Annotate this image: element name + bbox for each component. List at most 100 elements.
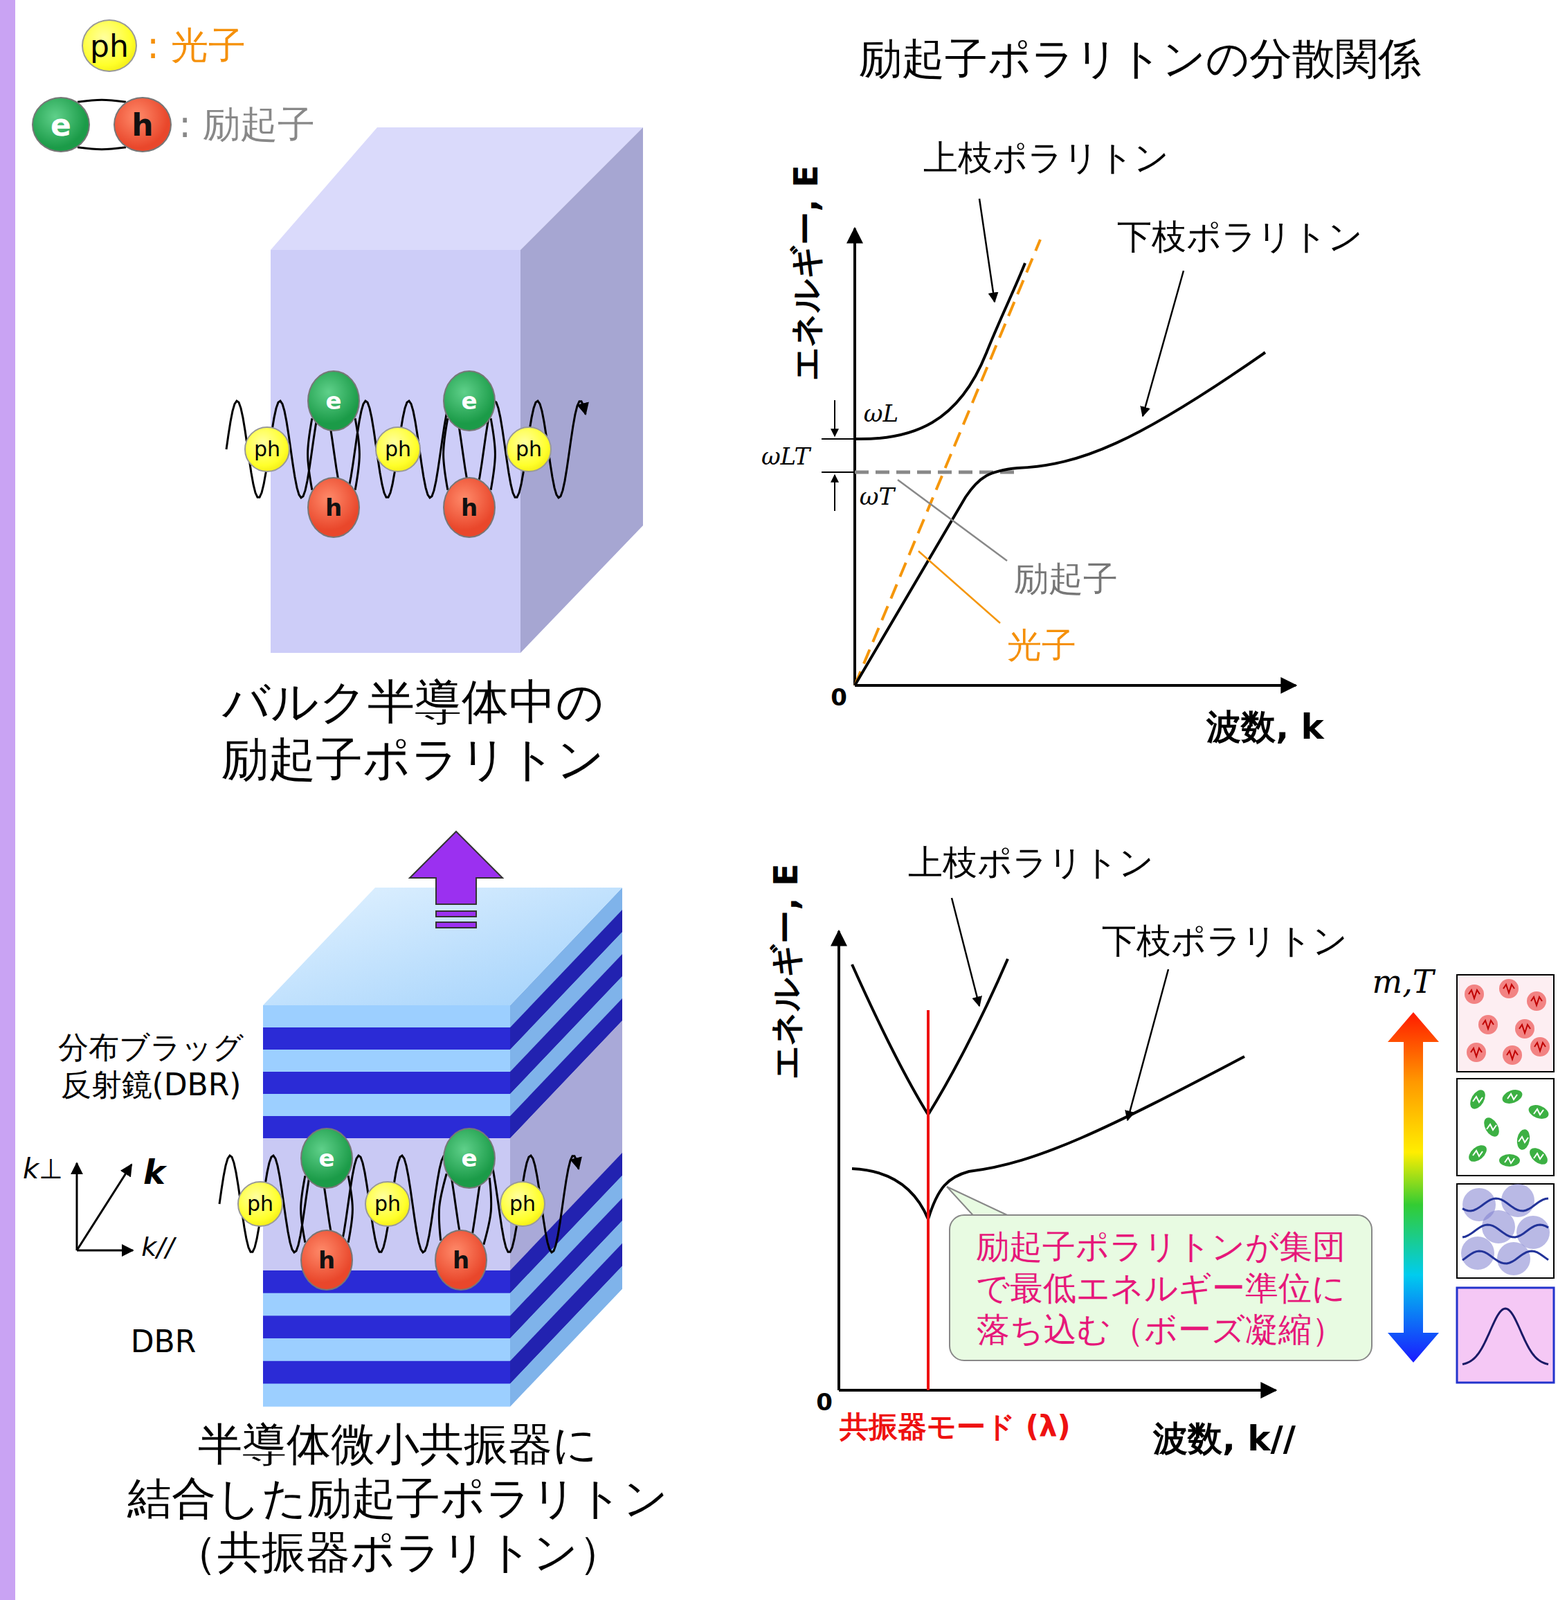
leader-line (897, 479, 1008, 561)
callout-text: 励起子ポラリトンが集団 で最低エネルギー準位に 落ち込む（ボーズ凝縮） (969, 1225, 1352, 1350)
dispersion-curve (926, 1009, 930, 1390)
particle-label: h (318, 1245, 335, 1275)
emission-arrow (436, 910, 477, 917)
axis-label: k// (141, 1230, 175, 1263)
particle-label: e (460, 1143, 477, 1174)
emission-arrow (436, 921, 477, 928)
diagram-title: 励起子ポラリトンの分散関係 (858, 32, 1421, 86)
phase-box (1478, 1014, 1498, 1035)
dbr-microcavity (263, 1337, 511, 1361)
phase-box (1530, 1036, 1550, 1057)
energy-label: ωLT (761, 442, 810, 471)
splitting-marks (821, 400, 855, 511)
phase-box (1515, 1018, 1535, 1039)
graph-axis (837, 930, 841, 1390)
phase-box (1497, 1241, 1531, 1275)
hole-circle: h (434, 1229, 488, 1291)
scale-label: m,T (1372, 962, 1435, 1001)
figure-caption: バルク半導体中の 励起子ポラリトン (215, 673, 611, 789)
dbr-microcavity (263, 1383, 511, 1407)
dispersion-curve (854, 263, 1026, 439)
particle-label: e (460, 386, 477, 416)
phase-box (1503, 984, 1515, 993)
splitting-marks (834, 474, 836, 511)
dbr-microcavity (263, 1027, 511, 1050)
dispersion-curve (854, 352, 1266, 686)
particle-label: ph (89, 26, 129, 66)
phase-box (1462, 1224, 1549, 1237)
splitting-marks (821, 471, 855, 473)
phase-box (1533, 1108, 1544, 1115)
particle-label: ph (515, 436, 542, 463)
electron-circle: e (442, 1127, 496, 1189)
k-axes (76, 1162, 79, 1250)
dispersion-curve (852, 1056, 1245, 1219)
hole-circle: h (300, 1229, 353, 1291)
particle-label: h (131, 105, 153, 144)
light-wave (219, 1155, 579, 1253)
phase-box (1507, 1093, 1518, 1100)
phase-box (1519, 1024, 1531, 1033)
dbr-microcavity (263, 1093, 511, 1117)
side-bar (0, 0, 16, 1600)
electron-circle: e (442, 370, 496, 432)
origin-label: 0 (830, 683, 848, 712)
k-axes (76, 1164, 132, 1250)
curve-label: 光子 (1007, 624, 1077, 667)
dbr-microcavity (263, 1315, 511, 1338)
phase-box (1499, 978, 1519, 999)
phase-box (1481, 1209, 1516, 1244)
phase-box (1462, 1250, 1549, 1264)
phase-box (1499, 1153, 1520, 1167)
branch-label: 上枝ポラリトン (908, 841, 1154, 884)
graph-axis (854, 683, 1296, 687)
branch-label: 下枝ポラリトン (1117, 215, 1363, 259)
phase-box (1534, 1042, 1546, 1051)
particle-label: h (460, 492, 478, 523)
electron-circle: e (307, 370, 360, 432)
curve-label: 励起子 (1013, 557, 1118, 601)
dbr-microcavity (263, 887, 623, 1005)
k-axes (76, 1249, 133, 1252)
particle-label: e (325, 386, 342, 416)
callout-box: 励起子ポラリトンが集団 で最低エネルギー準位に 落ち込む（ボーズ凝縮） (948, 1214, 1373, 1361)
phase-box (1472, 1096, 1483, 1102)
leader-line (897, 198, 1184, 1120)
k-axes (76, 1162, 133, 1250)
branch-label: 上枝ポラリトン (923, 137, 1170, 180)
phase-box (1472, 1150, 1483, 1156)
particle-label: e (318, 1143, 335, 1174)
hole-circle: h (307, 476, 360, 538)
axis-title: エネルギー, E (765, 863, 807, 1080)
electron-circle: e (31, 96, 90, 153)
phase-box (1456, 974, 1554, 1072)
phase-box (1526, 1101, 1551, 1121)
phase-box (1456, 1287, 1554, 1383)
particle-label: ph (384, 436, 412, 463)
dbr-microcavity (263, 1071, 511, 1095)
origin-label: 0 (816, 1387, 833, 1417)
dbr-microcavity (263, 1360, 511, 1384)
dbr-microcavity (510, 1265, 623, 1407)
particle-label: ph (509, 1190, 536, 1217)
photon-circle: ph (244, 426, 291, 473)
energy-label: ωL (863, 399, 899, 428)
phase-box (1462, 1198, 1549, 1211)
splitting-marks (834, 400, 836, 437)
phase-box (1465, 1141, 1491, 1165)
particle-label: ph (247, 1190, 274, 1217)
axis-title: エネルギー, E (785, 164, 827, 381)
leader-line (918, 550, 1001, 623)
phase-box (1500, 1086, 1525, 1106)
part-label: DBR (130, 1322, 197, 1361)
phase-box (1466, 1042, 1487, 1062)
phase-box (1464, 984, 1484, 1004)
emission-arrow (409, 831, 503, 928)
light-wave (226, 400, 586, 498)
dispersion-curve (854, 239, 1041, 686)
photon-circle: ph (505, 426, 552, 473)
phase-box (1526, 991, 1547, 1011)
splitting-marks (821, 438, 855, 440)
dispersion-curve (852, 958, 1008, 1115)
